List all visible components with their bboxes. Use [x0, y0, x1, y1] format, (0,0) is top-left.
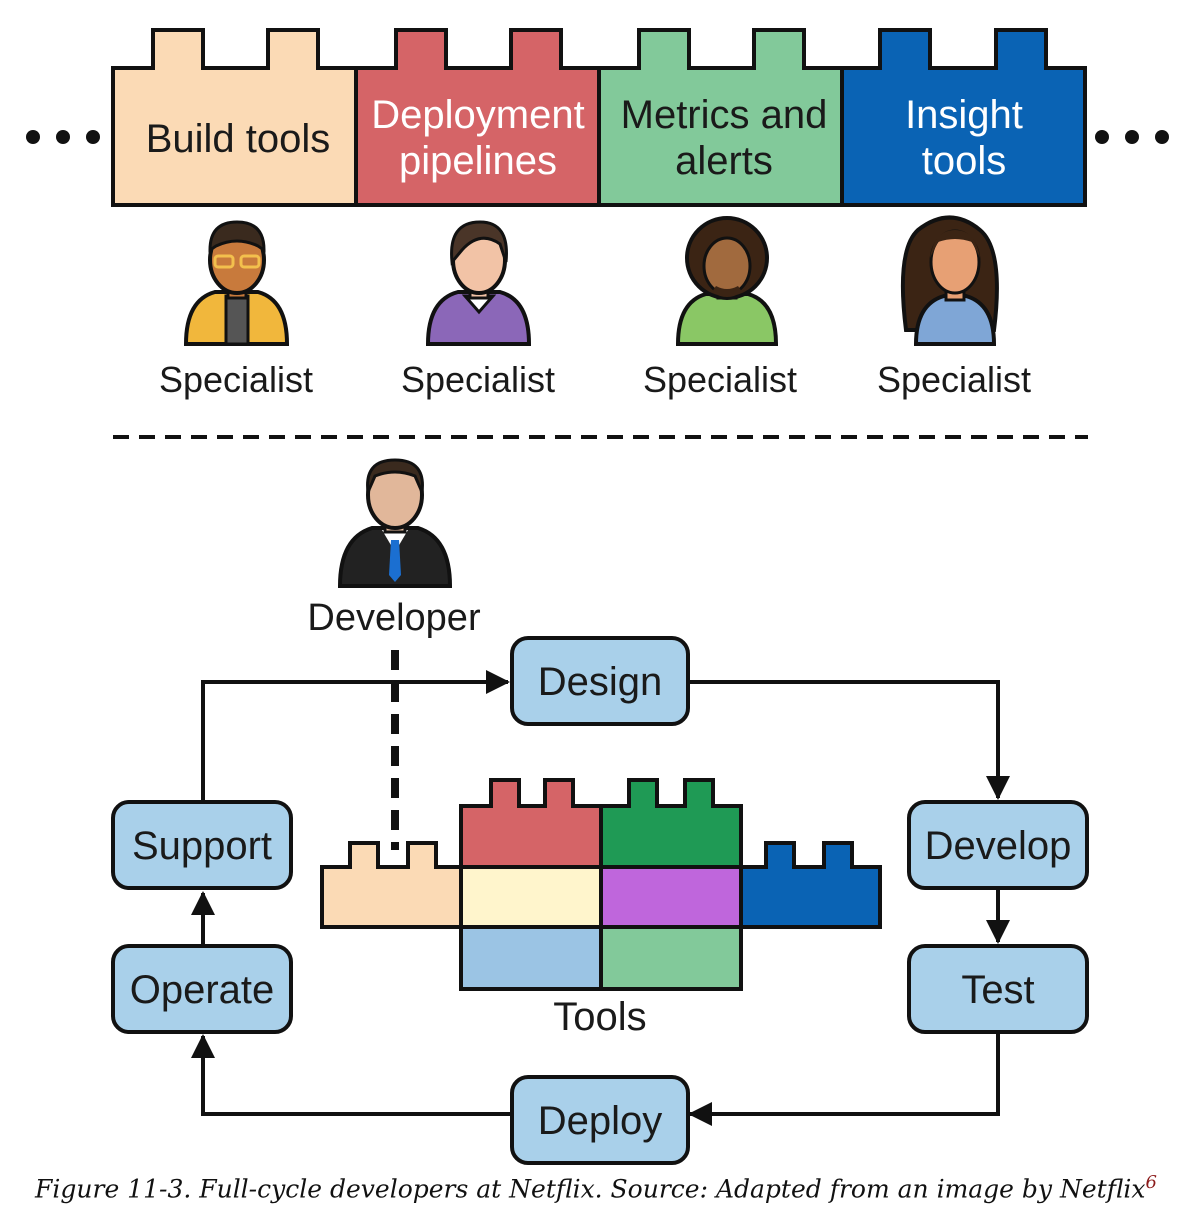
lego-lightblue: [459, 925, 603, 991]
specialist-label: Specialist: [401, 359, 555, 400]
arrow-test-to-deploy: [688, 1033, 1000, 1126]
caption-footnote: 6: [1145, 1172, 1157, 1193]
specialist-avatar-2: [425, 220, 532, 346]
cycle-label: Develop: [925, 824, 1072, 868]
figure-caption: Figure 11-3. Full-cycle developers at Ne…: [0, 1172, 1192, 1203]
full-cycle-diagram: Build tools Deployment pipelines Metrics…: [26, 28, 1169, 1165]
cycle-label: Support: [132, 824, 272, 868]
cycle-box-design: Design: [510, 636, 690, 726]
lego-purple: [599, 865, 743, 929]
top-block-label: Build tools: [146, 117, 331, 161]
top-block-label: Deployment: [371, 93, 584, 137]
lego-yellow: [459, 865, 603, 929]
top-block-metrics-alerts: Metrics and alerts: [597, 28, 844, 207]
top-block-label: Metrics and: [621, 93, 828, 137]
specialist-avatar-1: [183, 220, 290, 346]
top-block-deployment-pipelines: Deployment pipelines: [354, 28, 601, 207]
arrow-design-to-develop: [690, 680, 1010, 800]
cycle-box-develop: Develop: [907, 800, 1089, 890]
top-block-label: tools: [922, 139, 1007, 183]
ellipsis-left: [26, 130, 100, 144]
arrow-support-to-design: [201, 670, 510, 800]
cycle-arrows: [191, 670, 1010, 1126]
caption-text: Figure 11-3. Full-cycle developers at Ne…: [35, 1174, 1146, 1204]
cycle-label: Operate: [130, 968, 275, 1012]
cycle-label: Deploy: [538, 1099, 663, 1143]
cycle-label: Test: [961, 968, 1034, 1012]
specialist-label: Specialist: [159, 359, 313, 400]
top-block-insight-tools: Insight tools: [840, 28, 1087, 207]
ellipsis-right: [1095, 130, 1169, 144]
specialist-avatar-3: [675, 216, 779, 346]
developer-label: Developer: [307, 597, 481, 639]
cycle-label: Design: [538, 660, 663, 704]
lego-lightgreen: [599, 925, 743, 991]
top-block-label: alerts: [675, 139, 773, 183]
tools-label: Tools: [553, 995, 646, 1039]
specialist-avatar-4: [900, 215, 999, 346]
cycle-box-support: Support: [111, 800, 293, 890]
specialist-label: Specialist: [877, 359, 1031, 400]
top-block-label: Insight: [905, 93, 1023, 137]
developer-avatar: [337, 458, 453, 588]
cycle-box-deploy: Deploy: [510, 1075, 690, 1165]
top-block-label: pipelines: [399, 139, 557, 183]
top-block-build-tools: Build tools: [111, 28, 358, 207]
lego-cream: [320, 841, 463, 929]
arrow-deploy-to-operate: [191, 1034, 512, 1116]
specialist-label: Specialist: [643, 359, 797, 400]
lego-red: [459, 778, 603, 869]
lego-green: [599, 778, 743, 869]
lego-blue: [739, 841, 882, 929]
tools-lego-cluster: [320, 778, 882, 991]
cycle-box-operate: Operate: [111, 944, 293, 1034]
cycle-box-test: Test: [907, 944, 1089, 1034]
